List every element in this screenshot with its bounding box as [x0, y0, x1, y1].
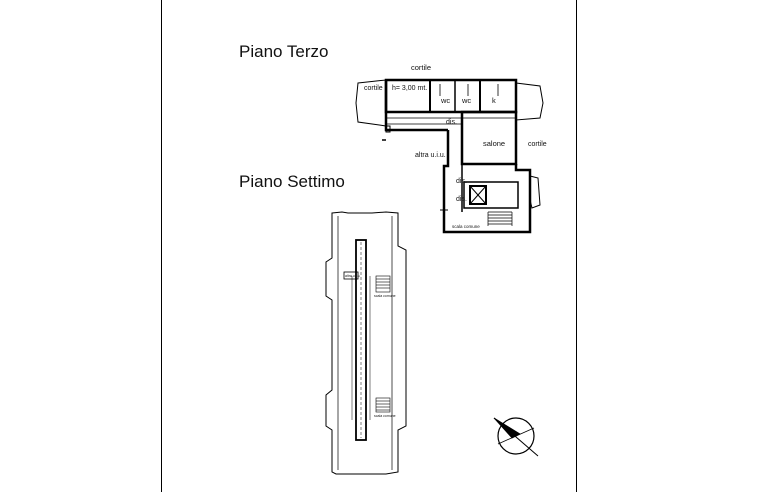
label-wc-2: wc	[461, 96, 471, 105]
label-living-room: salone	[483, 139, 505, 148]
right-small-balcony	[529, 175, 541, 209]
label-unit-tag: altra u.i.u.	[345, 274, 360, 278]
label-hallway-3: dis.	[456, 196, 467, 203]
left-balcony	[355, 79, 387, 127]
third-floor-labels: cortile cortile cortile h= 3,00 mt. wc w…	[364, 63, 547, 229]
label-courtyard-top: cortile	[411, 63, 431, 72]
label-ceiling-height: h= 3,00 mt.	[392, 85, 427, 92]
label-hallway-2: dis.	[456, 178, 467, 185]
label-kitchen: k	[492, 96, 496, 105]
left-margin-line	[161, 0, 162, 492]
label-hallway-1: dis.	[446, 119, 457, 126]
north-arrow-icon	[493, 417, 539, 457]
lower-stairs	[375, 397, 391, 413]
elevator-x2	[469, 185, 487, 205]
seventh-floor-plan	[325, 211, 407, 475]
right-balcony	[515, 82, 544, 121]
label-stair-upper: scala comune	[374, 294, 396, 298]
label-courtyard-right: cortile	[528, 141, 547, 148]
post-1	[385, 125, 391, 133]
seventh-floor-outline	[325, 211, 407, 475]
label-wc-1: wc	[440, 96, 450, 105]
label-stair-lower: scala comune	[374, 414, 396, 418]
label-courtyard-left: cortile	[364, 85, 383, 92]
lower-section-wall	[442, 130, 532, 234]
label-common-stair: scala comune	[452, 224, 480, 229]
unit-tag-box	[343, 271, 359, 280]
seventh-floor-labels: altra u.i.u. scala comune scala comune	[345, 274, 396, 418]
elevator-box	[469, 185, 487, 205]
floor-third-heading: Piano Terzo	[239, 42, 329, 61]
salone-room	[460, 110, 518, 166]
common-stairs	[487, 211, 513, 226]
central-spine	[355, 239, 367, 441]
upper-stairs	[375, 275, 391, 293]
floor-seventh-heading: Piano Settimo	[239, 172, 345, 191]
right-margin-line	[576, 0, 577, 492]
third-floor-plan	[355, 78, 544, 234]
label-other-unit: altra u.i.u.	[415, 152, 446, 159]
lift-lobby	[463, 181, 519, 209]
